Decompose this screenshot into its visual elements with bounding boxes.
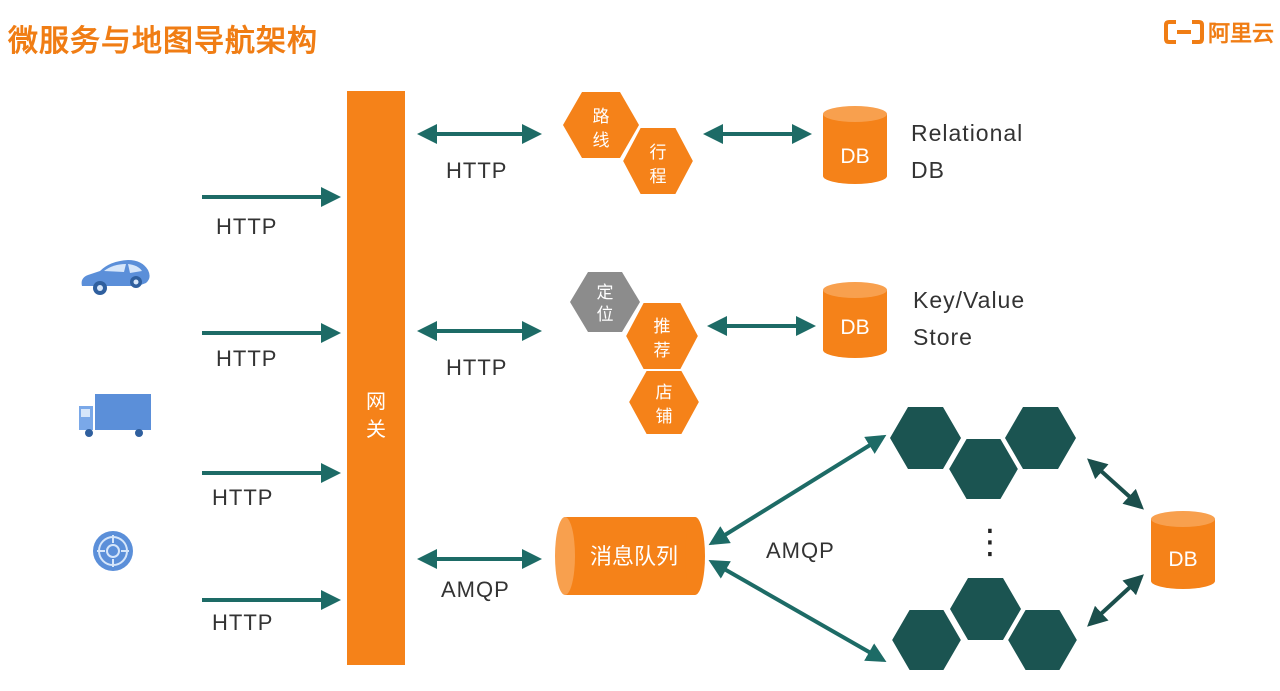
keyvalue-db-desc-1: Key/Value xyxy=(913,287,1025,313)
relational-db-cylinder xyxy=(823,106,887,184)
store-service-label-1: 店 xyxy=(656,383,673,403)
client-protocol-label-1: HTTP xyxy=(216,214,277,239)
gateway-label-1: 网 xyxy=(366,389,386,413)
car-icon xyxy=(81,260,150,295)
worker-hex xyxy=(946,437,1021,501)
gateway-label-2: 关 xyxy=(366,417,386,441)
trip-service-hex xyxy=(620,126,696,196)
service1-protocol-label: HTTP xyxy=(446,158,507,183)
recommend-service-label-1: 推 xyxy=(654,317,671,337)
workers-db-top-arrow xyxy=(1087,458,1144,510)
worker-hex xyxy=(950,578,1021,640)
service2-protocol-label: HTTP xyxy=(446,355,507,380)
relational-db-desc-1: Relational xyxy=(911,120,1023,146)
worker-db-cylinder xyxy=(1151,511,1215,589)
store-service-hex xyxy=(626,369,702,436)
queue-workers-bottom-arrow xyxy=(708,560,887,662)
message-queue-label: 消息队列 xyxy=(590,545,678,570)
truck-icon xyxy=(79,394,151,437)
queue-workers-top-arrow xyxy=(708,434,887,546)
recommend-service-label-2: 荐 xyxy=(654,341,671,361)
client-protocol-label-2: HTTP xyxy=(216,346,277,371)
route-service-label-2: 线 xyxy=(593,131,610,151)
trip-service-label-1: 行 xyxy=(650,143,667,163)
queue-protocol-label: AMQP xyxy=(441,577,510,602)
aliyun-logo-icon xyxy=(1163,20,1204,44)
client-protocol-label-3: HTTP xyxy=(212,485,273,510)
keyvalue-db-label: DB xyxy=(840,316,869,339)
worker-hex xyxy=(890,407,961,469)
worker-hex xyxy=(889,608,964,672)
worker-db-label: DB xyxy=(1168,548,1197,571)
relational-db-label: DB xyxy=(840,145,869,168)
route-service-hex xyxy=(563,92,639,158)
location-service-hex xyxy=(570,272,640,332)
brand-logo: 阿里云 xyxy=(1163,16,1274,48)
trip-service-label-2: 程 xyxy=(650,167,667,187)
keyvalue-db-cylinder xyxy=(823,282,887,358)
store-service-label-2: 铺 xyxy=(656,407,673,427)
relational-db-desc-2: DB xyxy=(911,157,945,183)
client-protocol-label-4: HTTP xyxy=(212,610,273,635)
workers-db-bottom-arrow xyxy=(1087,574,1144,627)
workers-ellipsis: ⋮ xyxy=(973,522,1007,562)
location-service-label-1: 定 xyxy=(597,283,614,303)
route-service-label-1: 路 xyxy=(593,107,610,127)
page-title: 微服务与地图导航架构 xyxy=(8,24,318,59)
worker-hex xyxy=(1005,608,1080,672)
gateway-bar xyxy=(347,91,405,665)
keyvalue-db-desc-2: Store xyxy=(913,324,973,350)
brand-name: 阿里云 xyxy=(1207,22,1274,47)
message-queue-cylinder xyxy=(555,517,705,595)
workers-protocol-label: AMQP xyxy=(766,538,835,563)
worker-hex xyxy=(1005,407,1076,469)
location-service-label-2: 位 xyxy=(597,305,614,325)
device-icon xyxy=(93,531,133,571)
